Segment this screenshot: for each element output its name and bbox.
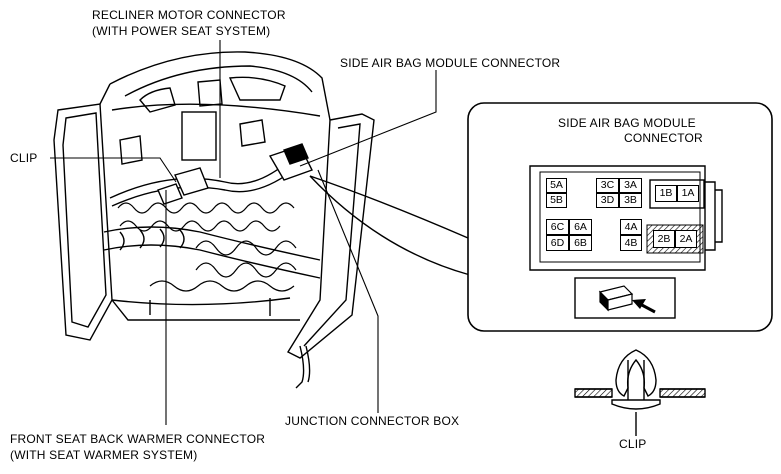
- pin-1a: 1A: [677, 185, 699, 202]
- leader-lines: [50, 40, 679, 425]
- pin-3b: 3B: [619, 193, 642, 208]
- clip-detail-label: CLIP: [619, 437, 647, 451]
- pin-4a: 4A: [620, 219, 642, 235]
- pin-6a: 6A: [569, 219, 592, 235]
- connector-plug-icon: [598, 285, 634, 312]
- connector-face: [529, 165, 723, 271]
- clip-label: CLIP: [10, 151, 38, 165]
- junction-box-label: JUNCTION CONNECTOR BOX: [285, 414, 460, 428]
- pin-6b: 6B: [569, 235, 592, 251]
- pin-1b: 1B: [655, 185, 677, 202]
- detail-title-line1: SIDE AIR BAG MODULE: [558, 116, 696, 130]
- pin-2b: 2B: [653, 230, 675, 248]
- pin-5b: 5B: [546, 193, 567, 208]
- pin-6c: 6C: [546, 219, 569, 235]
- side-airbag-connector-label: SIDE AIR BAG MODULE CONNECTOR: [340, 56, 561, 70]
- clip-icon: [574, 349, 706, 436]
- pin-6d: 6D: [546, 235, 569, 251]
- seat-warmer-connector-label: FRONT SEAT BACK WARMER CONNECTOR: [10, 432, 266, 446]
- wire-harness: [103, 159, 321, 389]
- seat-frame: [53, 51, 375, 359]
- pin-3a: 3A: [619, 178, 642, 193]
- detail-box: [467, 102, 773, 332]
- recliner-connector-label: RECLINER MOTOR CONNECTOR: [92, 8, 286, 22]
- pin-2a: 2A: [675, 230, 697, 248]
- seat-springs: [117, 202, 297, 292]
- arrow-icon: [632, 299, 656, 314]
- recliner-connector-sublabel: (WITH POWER SEAT SYSTEM): [92, 24, 271, 38]
- pin-frame-1: [649, 179, 705, 209]
- seat-connectors: [157, 111, 313, 205]
- pin-3c: 3C: [596, 178, 619, 193]
- callout-lines: [309, 175, 471, 276]
- pin-4b: 4B: [620, 235, 642, 251]
- pin-5a: 5A: [546, 178, 567, 193]
- seat-warmer-connector-sublabel: (WITH SEAT WARMER SYSTEM): [10, 448, 198, 462]
- pin-3d: 3D: [596, 193, 619, 208]
- detail-title-line2: CONNECTOR: [624, 131, 703, 145]
